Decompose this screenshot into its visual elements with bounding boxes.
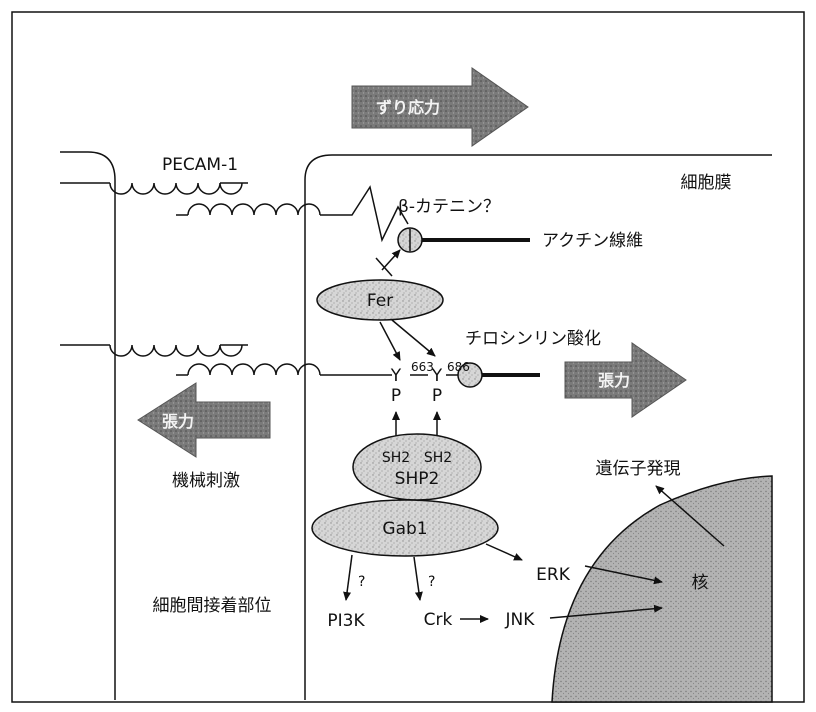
fer-arrow-2 — [392, 320, 435, 356]
tyr-663: Y — [390, 366, 402, 386]
sh2-domain-2: SH2 — [424, 450, 452, 466]
gab1-to-erk-arrow — [486, 544, 522, 560]
jnk-label: JNK — [505, 610, 536, 630]
fer-kinase: Fer — [317, 280, 443, 320]
gab1-adaptor: Gab1 — [312, 500, 498, 556]
left-cell-outline — [60, 152, 115, 700]
shp2-phosphatase: SH2 SH2 SHP2 — [353, 434, 481, 500]
tyr-663-number: 663 — [411, 360, 434, 374]
tension-left-arrow: 張力 — [138, 383, 270, 457]
tyr-686: Y — [431, 366, 443, 386]
fer-label: Fer — [367, 291, 393, 311]
blocked-arrow — [376, 250, 400, 276]
nucleus-shape — [552, 476, 772, 702]
junction-label: 細胞間接着部位 — [153, 596, 272, 616]
pi3k-question: ? — [358, 574, 365, 590]
beta-catenin-label: β-カテニン？ — [398, 197, 500, 217]
membrane-label: 細胞膜 — [681, 173, 732, 193]
actin-label: アクチン線維 — [542, 231, 643, 251]
crk-label: Crk — [424, 610, 453, 630]
shear-stress-arrow: ずり応力 — [352, 68, 528, 146]
phospho-663: P — [391, 386, 401, 406]
tension-left-label: 張力 — [162, 412, 194, 431]
mech-stim-label: 機械刺激 — [172, 471, 240, 491]
gab1-to-crk-arrow — [414, 557, 420, 600]
sh2-domain-1: SH2 — [382, 450, 410, 466]
gene-expression-label: 遺伝子発現 — [596, 459, 681, 479]
phospho-686: P — [432, 386, 442, 406]
beta-catenin-node — [398, 228, 530, 252]
shp2-label: SHP2 — [395, 469, 440, 489]
tyr-phos-label: チロシンリン酸化 — [465, 329, 601, 349]
gab1-label: Gab1 — [382, 519, 427, 539]
tension-right-label: 張力 — [598, 371, 630, 390]
tyr-686-number: 686 — [447, 360, 470, 374]
fer-arrow-1 — [380, 322, 400, 360]
gab1-to-pi3k-arrow — [346, 555, 352, 600]
pecam-upper-molecule — [60, 183, 408, 240]
crk-question: ? — [428, 574, 435, 590]
pecam-label: PECAM-1 — [162, 155, 238, 175]
pi3k-label: PI3K — [327, 611, 365, 631]
nucleus-label: 核 — [692, 573, 709, 593]
tension-right-arrow: 張力 — [565, 343, 686, 417]
shear-stress-label: ずり応力 — [376, 98, 440, 117]
erk-label: ERK — [536, 565, 571, 585]
